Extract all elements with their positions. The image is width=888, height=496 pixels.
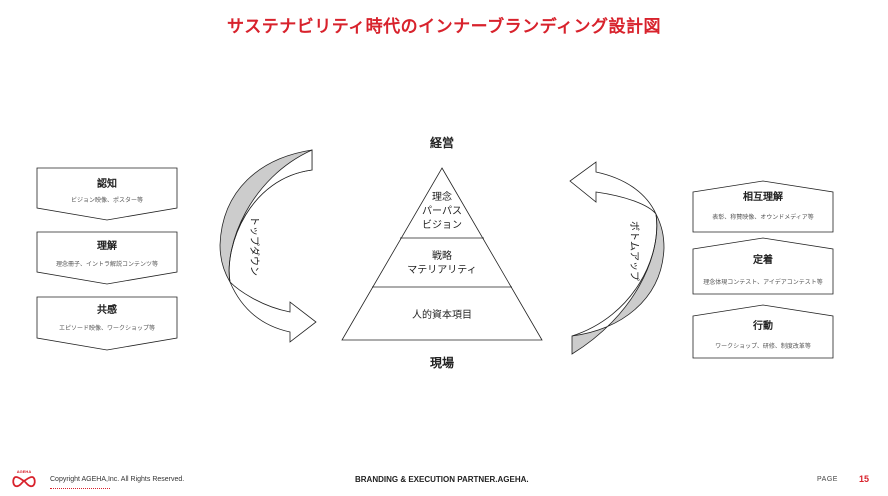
left-box-desc: ビジョン映像、ポスター等 [71,196,143,204]
pyramid-bottom-label: 現場 [430,355,454,370]
page-title: サステナビリティ時代のインナーブランディング設計図 [227,17,661,37]
logo-text: AGEHA [17,469,32,474]
top-down-label: トップダウン [248,216,261,276]
left-box-title: 理解 [97,239,117,252]
pyramid-top-label: 経営 [430,135,454,150]
bottom-up-arrow: ボトムアップ [569,161,665,355]
right-box-establishment: 定着 理念体現コンテスト、アイデアコンテスト等 [692,237,834,295]
left-box-desc: エピソード映像、ワークショップ等 [59,324,155,332]
footer-tagline: BRANDING & EXECUTION PARTNER.AGEHA. [355,475,529,484]
right-box-title: 行動 [752,319,773,332]
right-box-desc: 表彰、称賛映像、オウンドメディア等 [712,213,814,221]
left-box-empathy: 共感 エピソード映像、ワークショップ等 [36,296,178,351]
left-box-awareness: 認知 ビジョン映像、ポスター等 [36,167,178,221]
page-number: 15 [859,474,870,484]
left-box-desc: 理念冊子、イントラ解説コンテンツ等 [56,260,158,268]
footer-copyright: Copyright AGEHA,Inc. All Rights Reserved… [50,476,185,483]
left-box-title: 認知 [97,177,117,190]
right-box-title: 定着 [753,253,773,266]
footer-underline [50,486,110,489]
bottom-up-label: ボトムアップ [628,221,640,281]
pyramid-tier-line: 人的資本項目 [412,308,472,321]
right-box-action: 行動 ワークショップ、研修、制度改革等 [692,304,834,359]
pyramid-tier-line: パーパス [422,205,462,217]
right-box-desc: ワークショップ、研修、制度改革等 [715,342,811,350]
right-box-mutual-understanding: 相互理解 表彰、称賛映像、オウンドメディア等 [692,180,834,233]
pyramid-tier-line: マテリアリティ [407,265,476,276]
left-box-understanding: 理解 理念冊子、イントラ解説コンテンツ等 [36,231,178,285]
pyramid-tier-line: 理念 [432,190,452,203]
top-down-arrow: トップダウン [219,149,317,343]
pyramid-tier-line: 戦略 [432,249,452,262]
ageha-logo-icon: AGEHA [12,469,36,488]
right-box-title: 相互理解 [743,190,783,203]
right-box-desc: 理念体現コンテスト、アイデアコンテスト等 [703,278,823,286]
pyramid-tier-line: ビジョン [422,219,462,231]
page-label: PAGE [817,476,838,483]
pyramid: 経営 理念 パーパス ビジョン 戦略 マテリアリティ 人的資本項目 現場 [341,135,543,370]
left-box-title: 共感 [97,303,117,316]
